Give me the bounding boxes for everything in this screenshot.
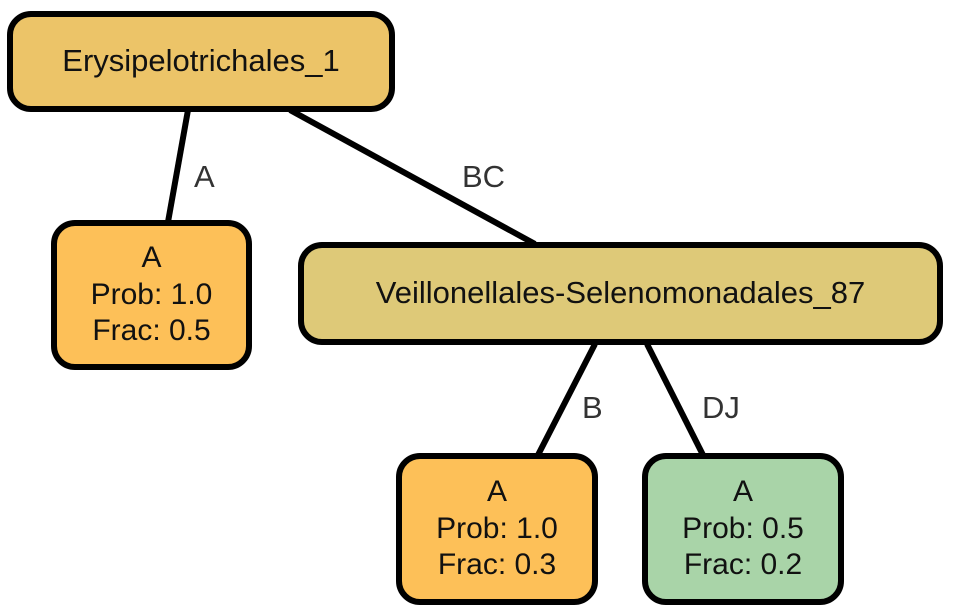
edge-label-internal-leaf3: DJ [702,390,740,425]
edge-label-root-internal: BC [462,159,506,194]
leaf-1-frac: Frac: 0.5 [92,314,211,348]
leaf-3-frac: Frac: 0.2 [683,548,803,582]
internal-node-label: Veillonellales-Selenomonadales_87 [375,275,866,311]
leaf-1-name: A [141,241,162,275]
leaf-node-1: A Prob: 1.0 Frac: 0.5 [51,220,252,370]
edge-internal-to-leaf2 [535,342,598,457]
leaf-node-3: A Prob: 0.5 Frac: 0.2 [642,453,844,605]
root-node: Erysipelotrichales_1 [7,11,395,112]
leaf-3-prob: Prob: 0.5 [682,511,804,545]
root-node-label: Erysipelotrichales_1 [62,43,340,79]
leaf-node-2: A Prob: 1.0 Frac: 0.3 [396,453,598,605]
edge-label-internal-leaf2: B [582,390,603,425]
leaf-3-name: A [732,475,753,509]
edge-label-root-leaf1: A [194,159,215,194]
leaf-2-prob: Prob: 1.0 [436,511,558,545]
leaf-2-name: A [486,475,507,509]
internal-node: Veillonellales-Selenomonadales_87 [298,242,943,345]
edge-internal-to-leaf3 [644,342,706,457]
leaf-2-frac: Frac: 0.3 [437,548,557,582]
edge-root-to-internal [288,107,537,247]
edge-root-to-leaf1 [165,109,191,223]
leaf-1-prob: Prob: 1.0 [90,277,213,311]
